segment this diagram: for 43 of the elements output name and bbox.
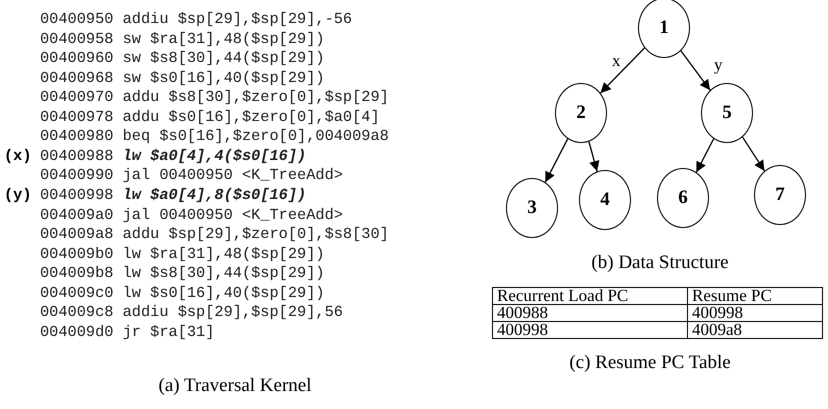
tree-node: 3 [506,178,558,238]
arrow [680,50,711,91]
arrow [742,136,765,172]
table-value: 400998 [492,322,688,338]
tree-node: 6 [657,168,709,228]
code-line: 00400978 addu $s0[16],$zero[0],$a0[4] [40,108,380,126]
figure-caption: (c) Resume PC Table [569,352,731,374]
arrow [696,138,714,173]
tree-node: 1 [638,0,690,58]
edge-label: y [714,56,722,74]
tree-node: 7 [754,165,806,225]
code-line: 00400998 lw $a0[4],8($s0[16]) [40,186,306,204]
code-line: 00400968 sw $s0[16],40($sp[29]) [40,68,325,87]
code-line: 00400990 jal 00400950 <K_TreeAdd> [40,166,343,184]
tree-node: 2 [555,83,607,143]
code-line: 004009d0 jr $ra[31] [40,322,214,341]
table-value: 4009a8 [688,322,822,338]
code-line: 004009a8 addu $sp[29],$zero[0],$s8[30] [40,225,389,244]
code-line: 00400988 lw $a0[4],4($s0[16]) [40,146,306,165]
code-line: 00400980 beq $s0[16],$zero[0],004009a8 [40,127,389,146]
table-value: 400988 [492,304,688,322]
tree-node: 4 [579,170,631,230]
arrow [544,138,568,183]
edge-label: x [612,52,620,70]
column-header: Resume PC [688,288,822,304]
code-line: 004009b8 lw $s8[30],44($sp[29]) [40,264,325,282]
line-marker: (x) [4,146,32,165]
arrow [600,47,646,94]
code-line: 004009c8 addiu $sp[29],$sp[29],56 [40,303,343,322]
arrow [588,141,600,172]
figure-caption: (a) Traversal Kernel [158,375,312,397]
code-line: 00400958 sw $ra[31],48($sp[29]) [40,30,325,48]
column-header: Recurrent Load PC [492,288,688,304]
code-line: 00400950 addiu $sp[29],$sp[29],-56 [40,10,352,28]
code-line: 004009c0 lw $s0[16],40($sp[29]) [40,284,325,302]
tree-node: 5 [701,83,753,143]
line-marker: (y) [4,186,32,204]
figure-caption: (b) Data Structure [591,252,729,274]
table-value: 400998 [688,304,822,322]
code-line: 004009a0 jal 00400950 <K_TreeAdd> [40,206,343,224]
code-line: 004009b0 lw $ra[31],48($sp[29]) [40,244,325,263]
code-line: 00400960 sw $s8[30],44($sp[29]) [40,49,325,68]
code-line: 00400970 addu $s8[30],$zero[0],$sp[29] [40,88,389,106]
